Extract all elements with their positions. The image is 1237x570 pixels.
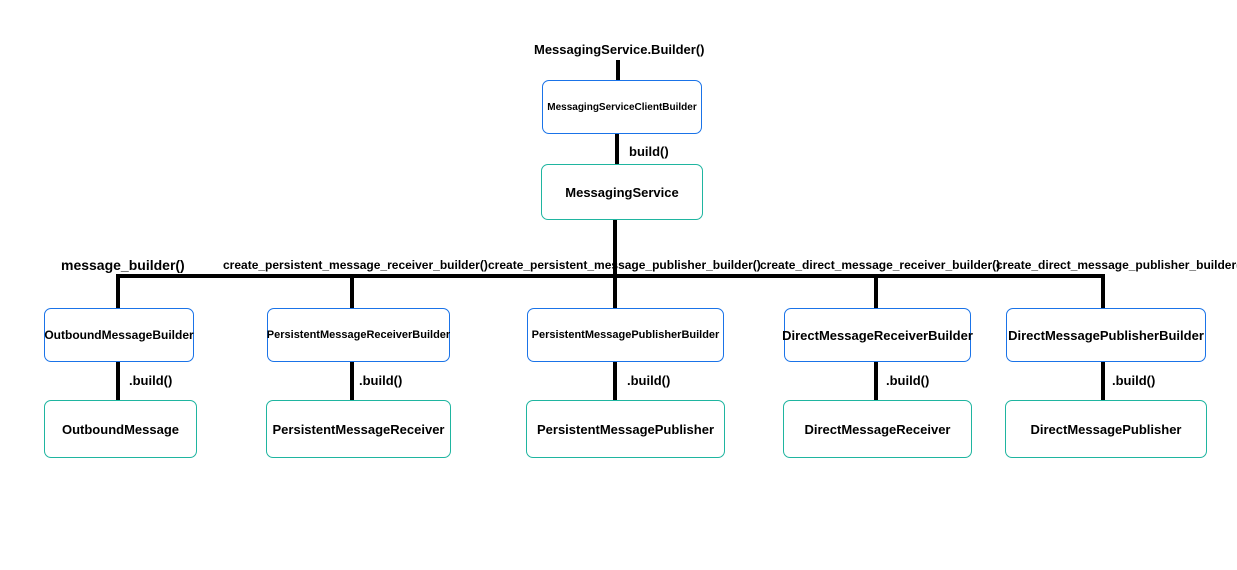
- horizontal-bus: [116, 274, 1105, 278]
- build-label-direct-receiver: .build(): [886, 373, 930, 388]
- connector-outbound-builder-to-product: [116, 362, 120, 400]
- connector-bus-to-direct-publisher-builder: [1101, 274, 1105, 308]
- connector-direct-publisher-builder-to-product: [1101, 362, 1105, 400]
- connector-client-builder-to-service: [615, 134, 619, 165]
- direct-message-receiver-builder-node: DirectMessageReceiverBuilder: [782, 308, 973, 362]
- method-label-message-builder: message_builder(): [61, 257, 185, 273]
- build-label-persistent-receiver: .build(): [359, 373, 403, 388]
- persistent-message-receiver-node: PersistentMessageReceiver: [266, 400, 451, 458]
- method-label-direct-receiver: create_direct_message_receiver_builder(): [760, 258, 1001, 272]
- build-label-outbound: .build(): [129, 373, 173, 388]
- outbound-message-builder-node: OutboundMessageBuilder: [44, 308, 194, 362]
- connector-root-to-client-builder: [616, 60, 620, 81]
- method-label-persistent-receiver: create_persistent_message_receiver_build…: [223, 258, 488, 272]
- build-label-direct-publisher: .build(): [1112, 373, 1156, 388]
- persistent-message-publisher-builder-node: PersistentMessagePublisherBuilder: [527, 308, 724, 362]
- connector-bus-to-outbound-builder: [116, 274, 120, 308]
- client-builder-node: MessagingServiceClientBuilder: [542, 80, 702, 134]
- build-label-persistent-publisher: .build(): [627, 373, 671, 388]
- persistent-message-publisher-node: PersistentMessagePublisher: [526, 400, 725, 458]
- connector-persistent-publisher-builder-to-product: [613, 362, 617, 400]
- method-label-persistent-publisher: create_persistent_message_publisher_buil…: [488, 258, 761, 272]
- method-label-direct-publisher: create_direct_message_publisher_builder(…: [996, 258, 1237, 272]
- connector-bus-to-persistent-publisher-builder: [613, 274, 617, 308]
- messaging-service-node: MessagingService: [541, 164, 703, 220]
- persistent-message-receiver-builder-node: PersistentMessageReceiverBuilder: [267, 308, 450, 362]
- client-build-label: build(): [629, 144, 669, 159]
- connector-bus-to-direct-receiver-builder: [874, 274, 878, 308]
- direct-message-publisher-node: DirectMessagePublisher: [1005, 400, 1207, 458]
- direct-message-publisher-builder-node: DirectMessagePublisherBuilder: [1006, 308, 1206, 362]
- connector-persistent-receiver-builder-to-product: [350, 362, 354, 400]
- outbound-message-node: OutboundMessage: [44, 400, 197, 458]
- connector-service-to-bus: [613, 220, 617, 277]
- connector-bus-to-persistent-receiver-builder: [350, 274, 354, 308]
- root-builder-label: MessagingService.Builder(): [534, 42, 705, 57]
- direct-message-receiver-node: DirectMessageReceiver: [783, 400, 972, 458]
- connector-direct-receiver-builder-to-product: [874, 362, 878, 400]
